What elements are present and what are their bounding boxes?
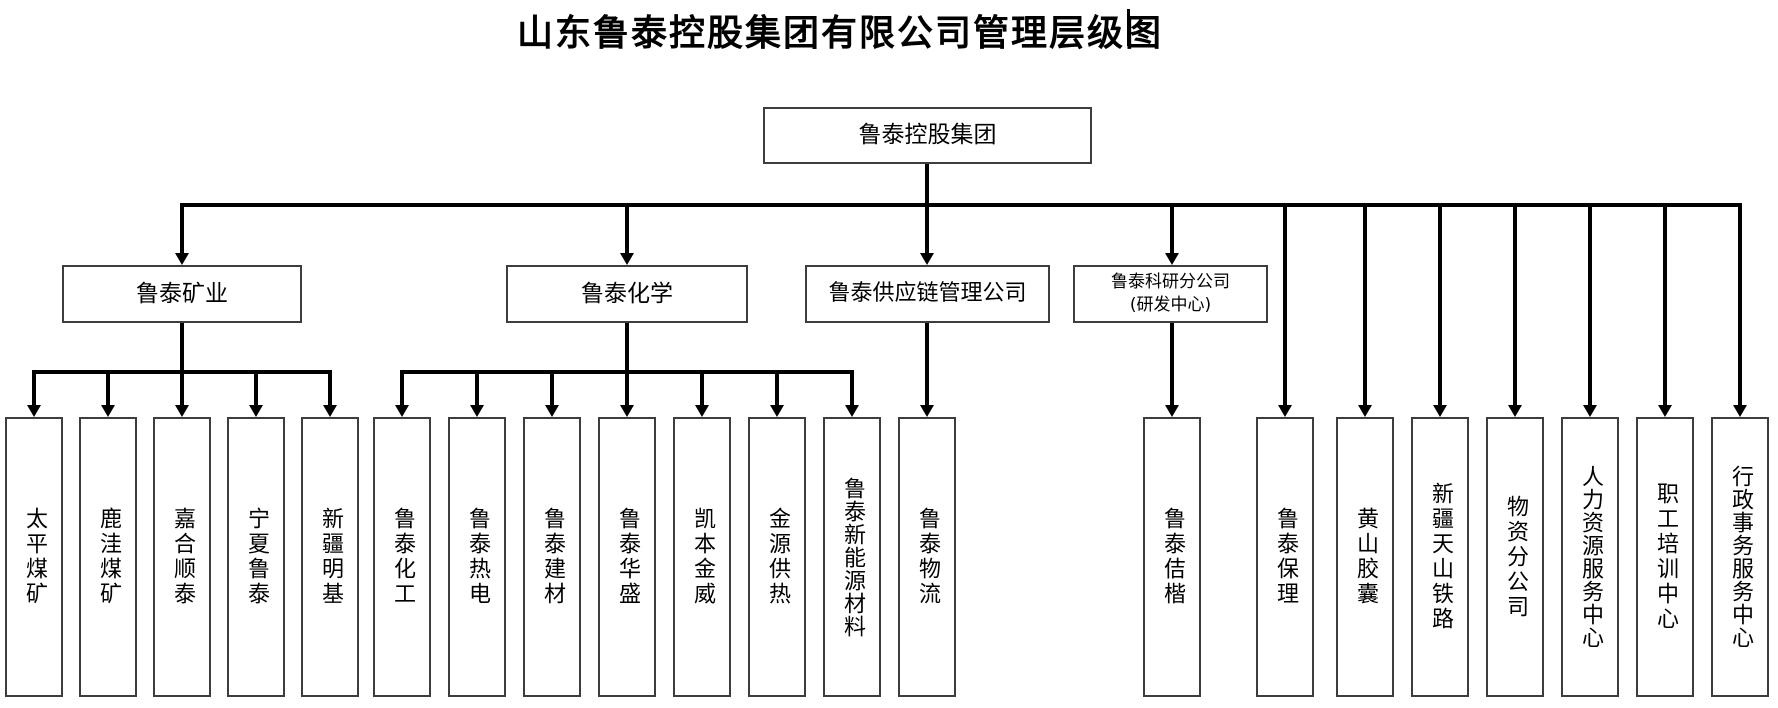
node-xinjiang-tianshan-railway: 新疆天山铁路	[1411, 417, 1469, 697]
node-lutai-factoring: 鲁泰保理	[1256, 417, 1314, 697]
node-xinjiang-mingji: 新疆明基	[301, 417, 359, 697]
node-lutai-thermal-power: 鲁泰热电	[448, 417, 506, 697]
node-luwa-coal-mine: 鹿洼煤矿	[79, 417, 137, 697]
node-lutai-supply-chain: 鲁泰供应链管理公司	[805, 265, 1050, 323]
node-lutai-chemical: 鲁泰化工	[373, 417, 431, 697]
page-title: 山东鲁泰控股集团有限公司管理层级图	[517, 12, 1164, 54]
node-lutai-jikai: 鲁泰佶楷	[1143, 417, 1201, 697]
node-hr-service-center: 人力资源服务中心	[1561, 417, 1619, 697]
node-staff-training-center: 职工培训中心	[1636, 417, 1694, 697]
node-huangshan-capsule: 黄山胶囊	[1336, 417, 1394, 697]
node-kaiben-jinwei: 凯本金威	[673, 417, 731, 697]
node-lutai-new-energy-materials: 鲁泰新能源材料	[823, 417, 881, 697]
node-root: 鲁泰控股集团	[763, 107, 1092, 164]
node-lutai-mining: 鲁泰矿业	[62, 265, 302, 323]
node-lutai-huasheng: 鲁泰华盛	[598, 417, 656, 697]
text-cursor	[1127, 9, 1130, 46]
node-lutai-chemistry: 鲁泰化学	[506, 265, 748, 323]
node-jinyuan-heating: 金源供热	[748, 417, 806, 697]
node-lutai-logistics: 鲁泰物流	[898, 417, 956, 697]
node-ningxia-lutai: 宁夏鲁泰	[227, 417, 285, 697]
node-root-label: 鲁泰控股集团	[858, 122, 997, 149]
node-materials-branch: 物资分公司	[1486, 417, 1544, 697]
node-taiping-coal-mine: 太平煤矿	[5, 417, 63, 697]
node-admin-affairs-service-center: 行政事务服务中心	[1711, 417, 1769, 697]
node-lutai-building-materials: 鲁泰建材	[523, 417, 581, 697]
node-lutai-research-branch: 鲁泰科研分公司 (研发中心)	[1073, 265, 1268, 323]
node-jiahe-shuntai: 嘉合顺泰	[153, 417, 211, 697]
